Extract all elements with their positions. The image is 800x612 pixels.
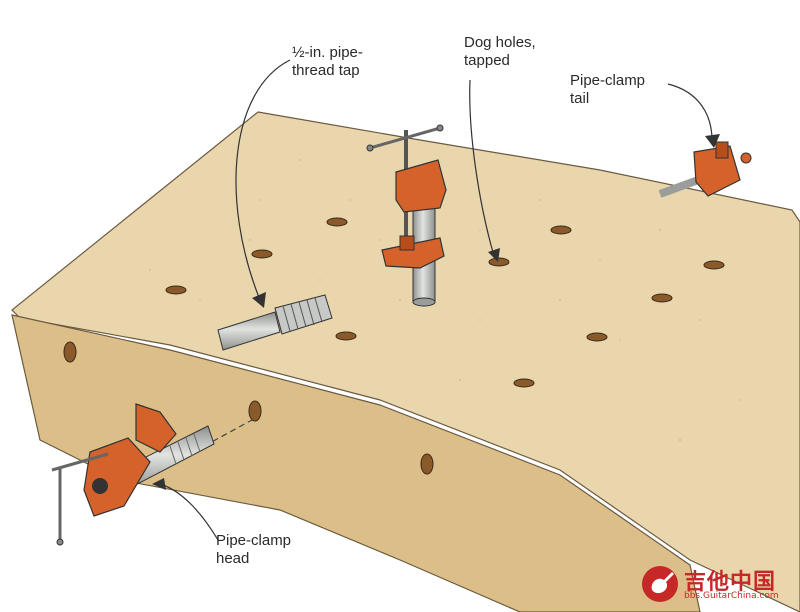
- dog-hole: [251, 249, 273, 259]
- watermark-url: bbs.GuitarChina.com: [684, 591, 779, 601]
- guitar-logo-icon: [642, 566, 678, 602]
- pipe-clamp-head: [51, 403, 215, 546]
- dog-hole: [513, 378, 535, 388]
- watermark-brand: 吉他中国: [684, 570, 777, 595]
- dog-hole: [335, 331, 357, 341]
- edge-dog-hole: [248, 400, 262, 422]
- leader-head: [159, 483, 219, 541]
- pipe-clamp-tail: [658, 141, 752, 198]
- dog-hole: [651, 293, 673, 303]
- dog-hole: [326, 217, 348, 227]
- dog-hole: [165, 285, 187, 295]
- dog-holes: [165, 217, 725, 388]
- label-pipe-thread-tap: ½-in. pipe- thread tap: [292, 44, 363, 79]
- edge-dog-holes: [63, 341, 434, 475]
- leader-tap: [235, 59, 291, 301]
- dog-hole: [550, 225, 572, 235]
- label-pipe-clamp-tail: Pipe-clamp tail: [570, 72, 646, 107]
- dog-hole: [488, 257, 510, 267]
- leader-dog: [469, 79, 495, 257]
- leader-dog-arrow: [488, 248, 500, 262]
- edge-dog-hole: [63, 341, 77, 363]
- vertical-pipe-clamp: [366, 124, 447, 307]
- edge-dog-hole: [420, 453, 434, 475]
- label-pipe-clamp-head: Pipe-clamp head: [216, 532, 292, 567]
- watermark: 吉他中国 bbs.GuitarChina.com: [640, 564, 790, 606]
- leader-tap-arrow: [252, 292, 266, 308]
- wood-texture: [148, 158, 741, 442]
- dog-hole: [703, 260, 725, 270]
- leader-tail-arrow: [705, 134, 720, 148]
- dog-hole: [586, 332, 608, 342]
- leader-tail: [667, 83, 713, 141]
- label-dog-holes: Dog holes, tapped: [464, 34, 536, 69]
- leader-head-arrow: [152, 478, 166, 490]
- pipe-thread-tap: [217, 294, 333, 351]
- leader-lines: [152, 59, 720, 541]
